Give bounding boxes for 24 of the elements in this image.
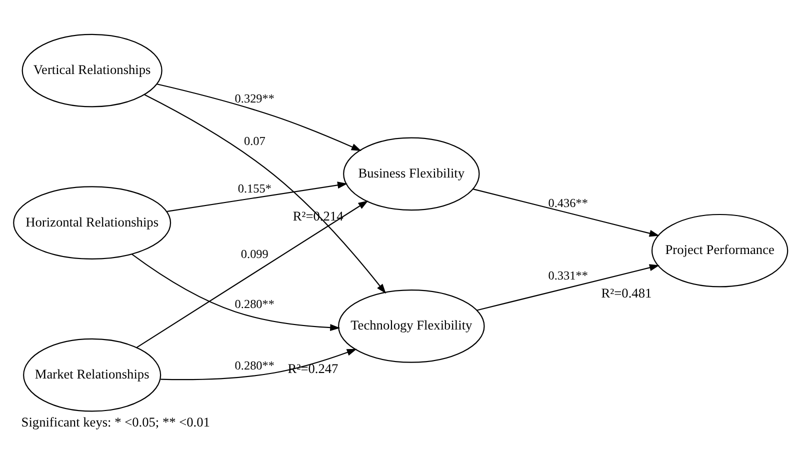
edge-label: 0.280**: [234, 358, 275, 372]
node-label: R²=0.481: [601, 284, 652, 300]
arrow: [144, 94, 386, 294]
edge-label: 0.329**: [234, 91, 275, 106]
caption: Significant keys: * <0.05; ** <0.01: [21, 414, 210, 429]
node-ellipse: Technology Flexibility: [338, 289, 485, 362]
arrow: [167, 181, 348, 212]
edge-label: 0.07: [244, 133, 266, 148]
edge-label: 0.436**: [548, 196, 588, 210]
edge-label: 0.099: [240, 246, 268, 261]
arrow: [476, 264, 660, 310]
arrow: [160, 348, 357, 380]
arrow: [136, 200, 368, 348]
edge-label: 0.155*: [238, 181, 272, 196]
node-ellipse: Market Relationships: [23, 338, 162, 412]
node-ellipse: Project Performance: [651, 213, 788, 287]
arrow: [156, 83, 362, 151]
arrow: [132, 253, 340, 331]
node-ellipse: Horizontal Relationships: [13, 186, 172, 259]
node-ellipse: Vertical Relationships: [22, 33, 162, 107]
edge-label: 0.331**: [548, 268, 588, 282]
arrow: [472, 188, 660, 236]
edge-label: 0.280**: [234, 296, 275, 311]
node-label: R²=0.247: [288, 360, 338, 376]
